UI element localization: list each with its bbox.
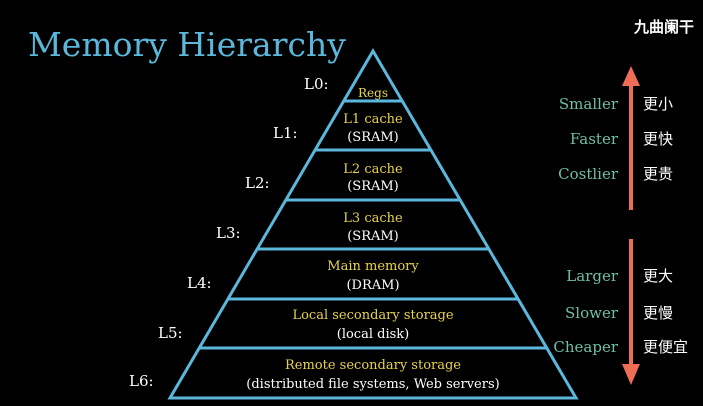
side-label-en: Costlier <box>558 165 619 183</box>
level-5: L5: Local secondary storage (local disk) <box>158 308 454 342</box>
level-detail: (SRAM) <box>347 229 399 244</box>
level-name: Local secondary storage <box>292 308 453 323</box>
level-label: L1: <box>273 124 298 142</box>
level-name: L1 cache <box>343 112 403 127</box>
level-name: L3 cache <box>343 211 403 226</box>
level-label: L6: <box>129 372 154 390</box>
side-label-cn: 更便宜 <box>643 338 688 356</box>
watermark: 九曲阑干 <box>633 18 694 36</box>
arrow-down-icon <box>622 364 640 385</box>
level-name: L2 cache <box>343 162 403 177</box>
side-label-en: Larger <box>566 267 619 285</box>
side-label-cn: 更快 <box>643 130 673 148</box>
arrow-up-icon <box>622 66 640 86</box>
level-label: L0: <box>304 75 329 93</box>
side-label-en: Smaller <box>559 95 619 113</box>
level-4: L4: Main memory (DRAM) <box>187 259 419 293</box>
side-label-en: Cheaper <box>553 338 618 356</box>
level-3: L3: L3 cache (SRAM) <box>216 211 403 244</box>
level-detail: (distributed file systems, Web servers) <box>246 377 499 392</box>
side-labels-top: Smaller 更小 Faster 更快 Costlier 更贵 <box>558 95 673 183</box>
level-detail: (SRAM) <box>347 130 399 145</box>
level-1: L1: L1 cache (SRAM) <box>273 112 403 145</box>
side-label-cn: 更小 <box>643 95 673 113</box>
level-detail: (SRAM) <box>347 179 399 194</box>
side-label-en: Faster <box>570 130 619 148</box>
arrow-down-shaft <box>629 239 633 365</box>
side-label-en: Slower <box>565 304 619 322</box>
level-detail: (DRAM) <box>346 278 399 293</box>
arrows <box>622 66 640 385</box>
level-name: Regs <box>358 86 388 100</box>
side-label-cn: 更大 <box>643 267 673 285</box>
level-label: L2: <box>245 174 270 192</box>
level-2: L2: L2 cache (SRAM) <box>245 162 403 194</box>
side-labels-bottom: Larger 更大 Slower 更慢 Cheaper 更便宜 <box>553 267 688 356</box>
level-name: Remote secondary storage <box>285 358 461 373</box>
level-0: L0: Regs <box>304 75 388 100</box>
level-label: L5: <box>158 324 183 342</box>
level-detail: (local disk) <box>337 327 409 342</box>
side-label-cn: 更慢 <box>643 304 673 322</box>
pyramid-outline <box>167 48 579 400</box>
diagram-title: Memory Hierarchy <box>28 25 346 64</box>
level-label: L3: <box>216 224 241 242</box>
level-name: Main memory <box>327 259 419 274</box>
level-label: L4: <box>187 274 212 292</box>
arrow-up-shaft <box>629 84 633 210</box>
side-label-cn: 更贵 <box>643 165 673 183</box>
level-6: L6: Remote secondary storage (distributed … <box>129 358 500 392</box>
